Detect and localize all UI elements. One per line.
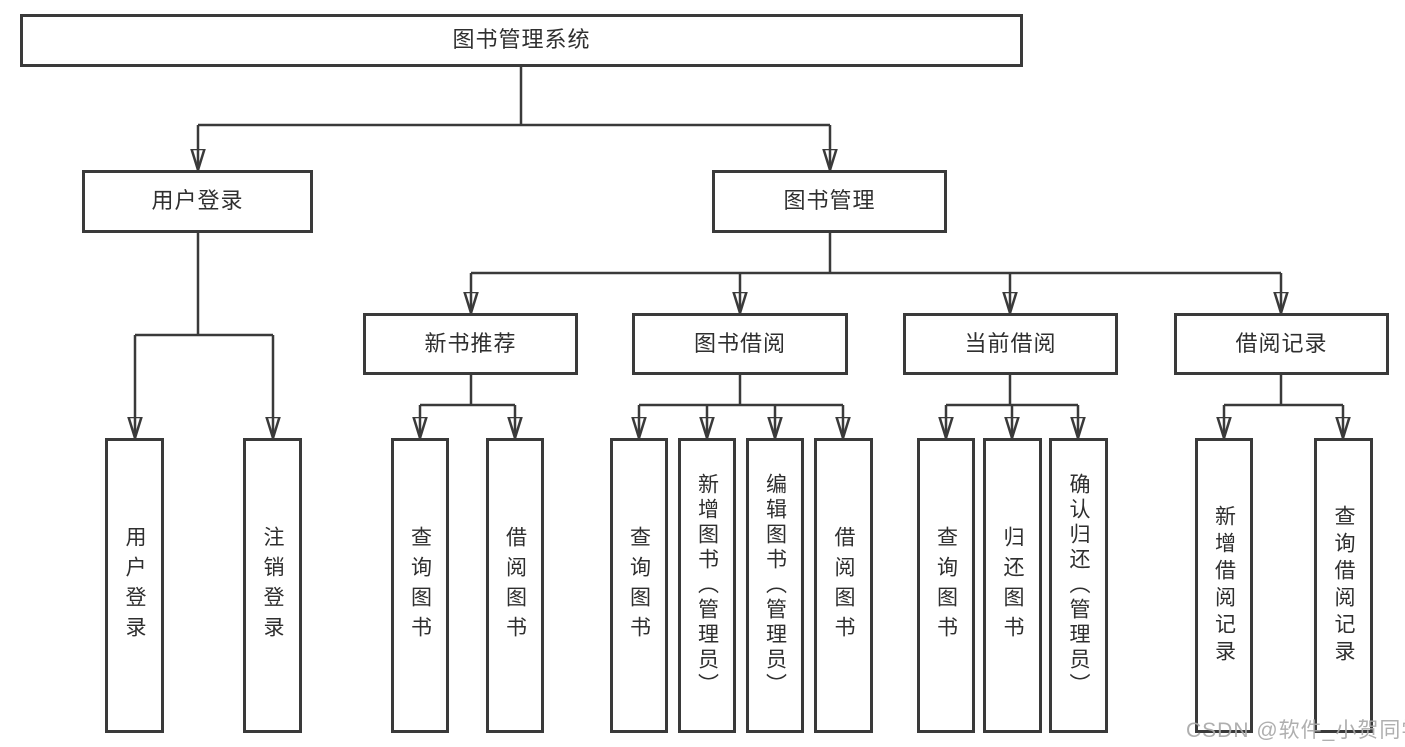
leaf-borrow-books-2: 借阅图书 — [814, 438, 873, 733]
leaf-query-borrow-record: 查询借阅记录 — [1314, 438, 1373, 733]
leaf-query-books-borrow: 查询图书 — [610, 438, 668, 733]
edge-new-book-to-leaves — [420, 375, 515, 438]
edge-user-login-to-leaves — [135, 233, 273, 438]
leaf-add-borrow-record: 新增借阅记录 — [1195, 438, 1253, 733]
node-user-login: 用户登录 — [82, 170, 313, 233]
edge-book-borrow-to-leaves — [639, 375, 843, 438]
leaf-logout: 注销登录 — [243, 438, 302, 733]
node-book-management: 图书管理 — [712, 170, 947, 233]
leaf-return-books: 归还图书 — [983, 438, 1042, 733]
leaf-query-books-current: 查询图书 — [917, 438, 975, 733]
edge-borrow-records-to-leaves — [1224, 375, 1343, 438]
leaf-confirm-return-admin: 确认归还（管理员） — [1049, 438, 1108, 733]
edge-current-borrow-to-leaves — [946, 375, 1078, 438]
leaf-user-login: 用户登录 — [105, 438, 164, 733]
node-current-borrow: 当前借阅 — [903, 313, 1118, 375]
node-new-book-recommend: 新书推荐 — [363, 313, 578, 375]
edge-book-management-to-level3 — [471, 233, 1281, 313]
leaf-query-books-recommend: 查询图书 — [391, 438, 449, 733]
edge-root-to-level2 — [198, 67, 830, 170]
leaf-add-book-admin: 新增图书（管理员） — [678, 438, 736, 733]
node-root: 图书管理系统 — [20, 14, 1023, 67]
leaf-edit-book-admin: 编辑图书（管理员） — [746, 438, 804, 733]
node-book-borrow: 图书借阅 — [632, 313, 848, 375]
node-borrow-records: 借阅记录 — [1174, 313, 1389, 375]
leaf-borrow-books-recommend: 借阅图书 — [486, 438, 544, 733]
